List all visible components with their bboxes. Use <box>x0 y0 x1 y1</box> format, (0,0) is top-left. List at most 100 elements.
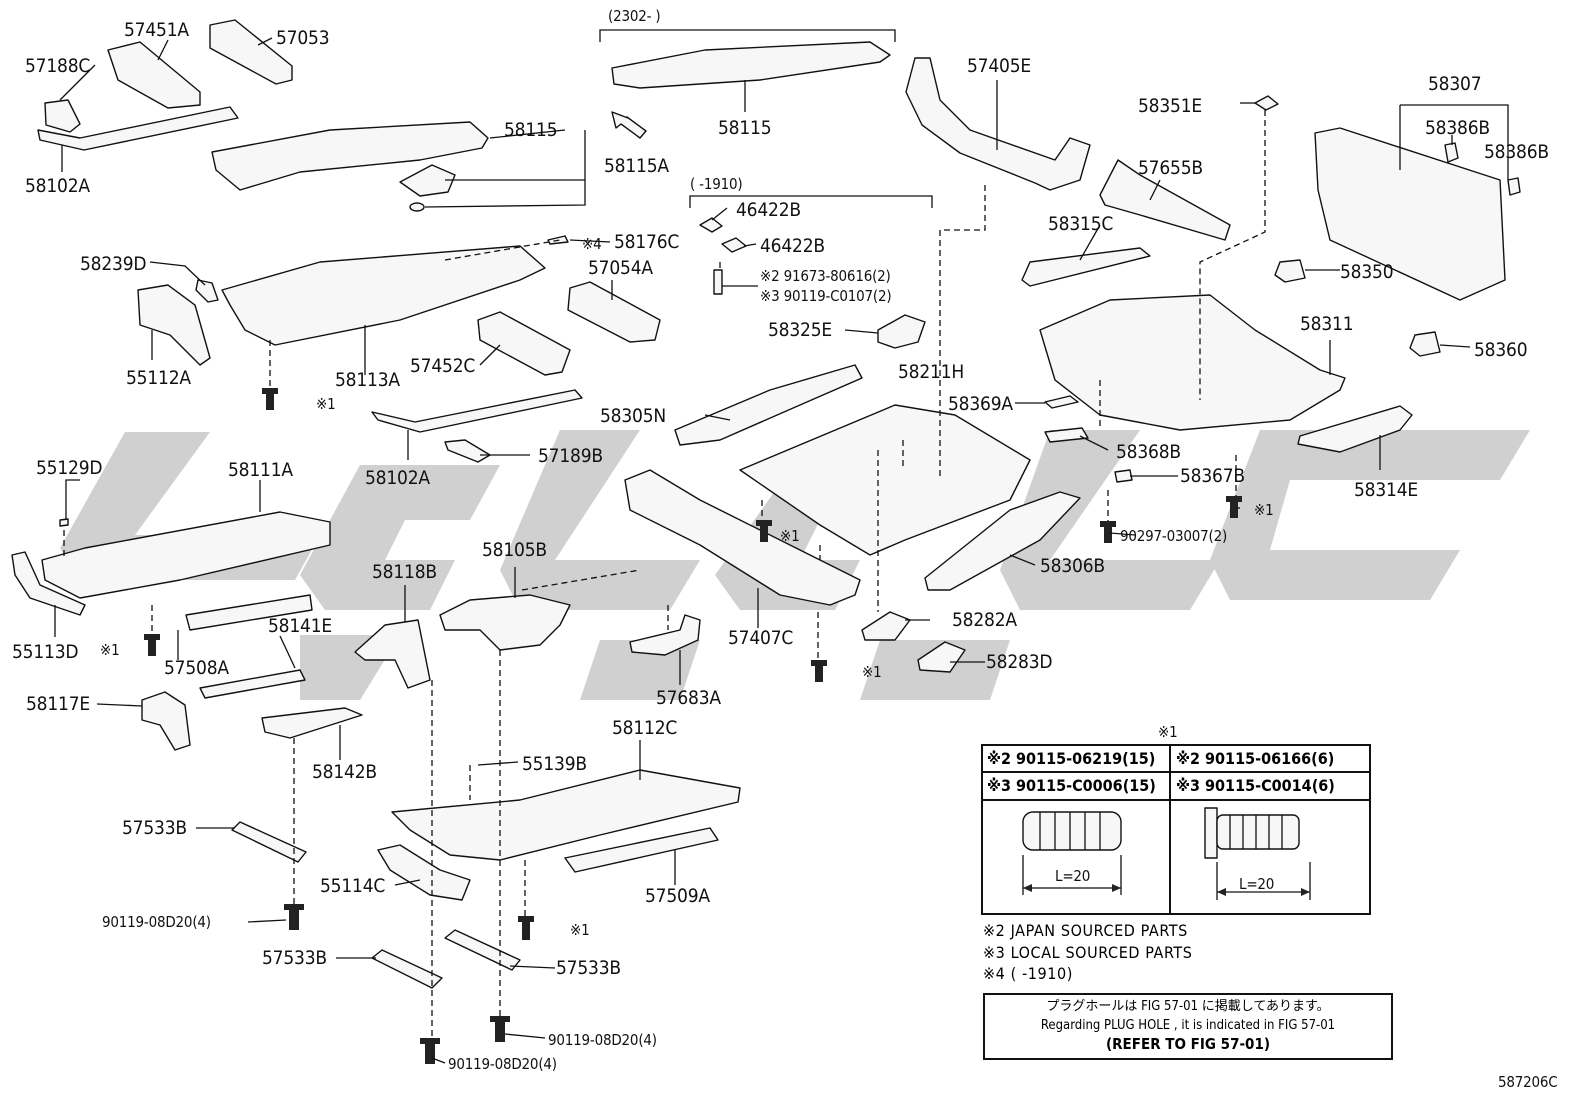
label-ref1-a: ※1 <box>316 395 336 413</box>
part-58282A <box>861 611 911 641</box>
label-55114C[interactable]: 55114C <box>320 875 386 897</box>
label-58325E[interactable]: 58325E <box>768 319 832 341</box>
part-58283D <box>917 641 966 673</box>
part-58351E <box>1254 95 1279 111</box>
label-57053[interactable]: 57053 <box>276 27 330 49</box>
label-range-1910: ( -1910) <box>690 175 743 193</box>
rail-58102A-top <box>37 106 239 151</box>
part-58105B <box>439 594 571 651</box>
part-57053 <box>209 19 293 85</box>
label-57683A[interactable]: 57683A <box>656 687 721 709</box>
label-58351E[interactable]: 58351E <box>1138 95 1202 117</box>
label-57189B[interactable]: 57189B <box>538 445 603 467</box>
label-bolt-91673[interactable]: ※2 91673-80616(2) <box>760 267 891 285</box>
part-58118B <box>354 619 431 689</box>
label-58282A[interactable]: 58282A <box>952 609 1017 631</box>
label-55113D[interactable]: 55113D <box>12 641 79 663</box>
label-57533B-1[interactable]: 57533B <box>122 817 187 839</box>
label-bolt-90297[interactable]: 90297-03007(2) <box>1120 527 1228 545</box>
label-58283D[interactable]: 58283D <box>986 651 1053 673</box>
part-58350 <box>1274 259 1306 283</box>
label-58211H[interactable]: 58211H <box>898 361 965 383</box>
label-58111A[interactable]: 58111A <box>228 459 293 481</box>
label-58314E[interactable]: 58314E <box>1354 479 1418 501</box>
legend-r2c1: ※3 90115-C0006(15) <box>987 776 1156 795</box>
label-58142B[interactable]: 58142B <box>312 761 377 783</box>
panel-58115-top <box>611 41 891 89</box>
label-57508A[interactable]: 57508A <box>164 657 229 679</box>
label-58307[interactable]: 58307 <box>1428 73 1482 95</box>
clip-46422B-b <box>721 237 747 253</box>
label-58306B[interactable]: 58306B <box>1040 555 1105 577</box>
screw-drawing-1 <box>1022 811 1122 895</box>
part-58368B <box>1044 427 1089 443</box>
clip-46422B-a <box>699 217 723 233</box>
label-58115-left[interactable]: 58115 <box>504 119 558 141</box>
label-55139B[interactable]: 55139B <box>522 753 587 775</box>
label-57655B[interactable]: 57655B <box>1138 157 1203 179</box>
legend-r1c1: ※2 90115-06219(15) <box>987 749 1156 768</box>
legend-length-2: L=20 <box>1239 875 1275 893</box>
label-ref1-d: ※1 <box>100 641 120 659</box>
label-55112A[interactable]: 55112A <box>126 367 191 389</box>
label-58386B-1[interactable]: 58386B <box>1425 117 1490 139</box>
label-58350[interactable]: 58350 <box>1340 261 1394 283</box>
clip-58386B-b <box>1507 177 1521 196</box>
label-57405E[interactable]: 57405E <box>967 55 1031 77</box>
label-58368B[interactable]: 58368B <box>1116 441 1181 463</box>
label-58386B-2[interactable]: 58386B <box>1484 141 1549 163</box>
label-58141E[interactable]: 58141E <box>268 615 332 637</box>
label-58112C[interactable]: 58112C <box>612 717 678 739</box>
label-57452C[interactable]: 57452C <box>410 355 476 377</box>
label-57451A[interactable]: 57451A <box>124 19 189 41</box>
part-58360 <box>1409 331 1441 357</box>
label-58239D[interactable]: 58239D <box>80 253 147 275</box>
fastener-legend-table: ※2 90115-06219(15) ※2 90115-06166(6) ※3 … <box>981 744 1371 915</box>
label-58115A[interactable]: 58115A <box>604 155 669 177</box>
label-58315C[interactable]: 58315C <box>1048 213 1114 235</box>
label-58113A[interactable]: 58113A <box>335 369 400 391</box>
label-bolt-90119-08D20-1[interactable]: 90119-08D20(4) <box>102 913 211 931</box>
label-57188C[interactable]: 57188C <box>25 55 91 77</box>
label-58360[interactable]: 58360 <box>1474 339 1528 361</box>
label-46422B-1[interactable]: 46422B <box>736 199 801 221</box>
label-58311[interactable]: 58311 <box>1300 313 1354 335</box>
label-58115-top[interactable]: 58115 <box>718 117 772 139</box>
label-55129D[interactable]: 55129D <box>36 457 103 479</box>
label-58305N[interactable]: 58305N <box>600 405 666 427</box>
part-57054A <box>567 281 661 343</box>
label-58367B[interactable]: 58367B <box>1180 465 1245 487</box>
label-bolt-90119-C0107[interactable]: ※3 90119-C0107(2) <box>760 287 892 305</box>
part-55113D <box>11 551 86 616</box>
label-46422B-2[interactable]: 46422B <box>760 235 825 257</box>
part-58239D <box>195 279 219 303</box>
label-57509A[interactable]: 57509A <box>645 885 710 907</box>
part-57452C <box>477 311 571 376</box>
label-58176C[interactable]: 58176C <box>614 231 680 253</box>
part-58314E <box>1297 405 1413 453</box>
legend-title: ※1 <box>1158 723 1178 741</box>
label-58117E[interactable]: 58117E <box>26 693 90 715</box>
label-ref1-c: ※1 <box>780 527 800 545</box>
label-bolt-90119-08D20-3[interactable]: 90119-08D20(4) <box>448 1055 557 1073</box>
label-57054A[interactable]: 57054A <box>588 257 653 279</box>
strip-57533B-a <box>231 821 307 863</box>
label-58369A[interactable]: 58369A <box>948 393 1013 415</box>
label-58102A-top[interactable]: 58102A <box>25 175 90 197</box>
strip-57533B-b <box>371 949 443 989</box>
label-57533B-2[interactable]: 57533B <box>262 947 327 969</box>
label-57407C[interactable]: 57407C <box>728 627 794 649</box>
part-58142B <box>261 707 363 739</box>
label-58118B[interactable]: 58118B <box>372 561 437 583</box>
note-line-english: Regarding PLUG HOLE , it is indicated in… <box>1040 1018 1336 1033</box>
label-58105B[interactable]: 58105B <box>482 539 547 561</box>
panel-58111A <box>41 511 331 599</box>
label-bolt-90119-08D20-2[interactable]: 90119-08D20(4) <box>548 1031 657 1049</box>
label-58102A-mid[interactable]: 58102A <box>365 467 430 489</box>
part-57407C <box>624 469 861 606</box>
part-57405E <box>905 57 1091 191</box>
bracket-58115A <box>399 164 456 197</box>
note-line-japanese: プラグホールは FIG 57-01 に掲載してあります。 <box>1046 999 1330 1014</box>
label-57533B-3[interactable]: 57533B <box>556 957 621 979</box>
part-58315C <box>1021 247 1151 287</box>
